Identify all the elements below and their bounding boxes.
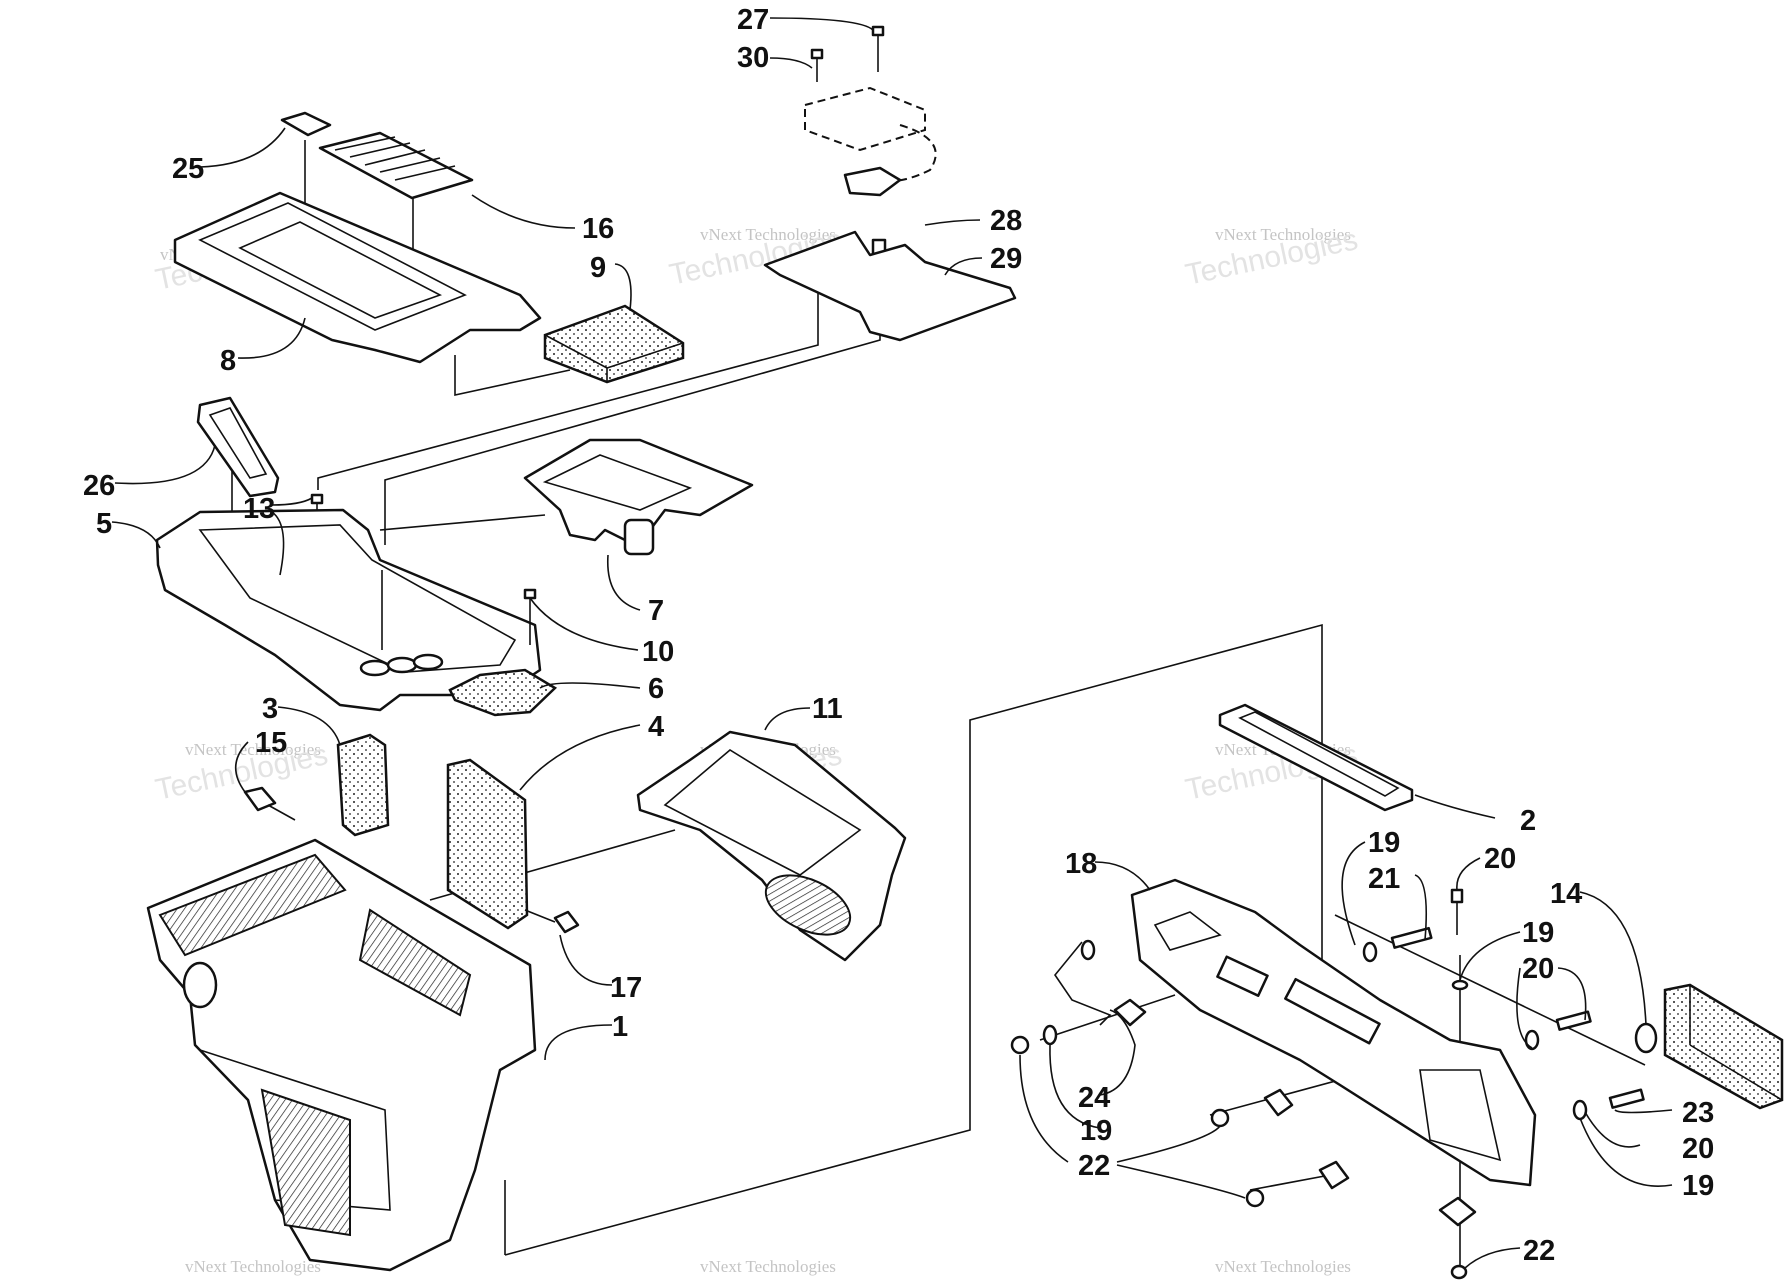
callout-20c: 20 [1682,1133,1714,1165]
washer-19-icon [1572,1099,1588,1121]
foam-23-icon [1663,983,1784,1110]
fitting-15-icon [243,786,296,821]
foam-6-icon [448,668,558,717]
svg-text:vNext Technologies: vNext Technologies [185,740,321,759]
callout-numbers: 27 30 25 16 28 29 9 8 26 13 5 7 10 6 3 4… [83,4,1714,1267]
callout-23: 23 [1682,1097,1714,1129]
grille-16-icon [318,131,474,200]
foam-4-icon [446,758,529,930]
callout-25: 25 [172,153,204,185]
intake-18-icon [1130,878,1537,1187]
callout-22b: 22 [1523,1235,1555,1267]
callout-24: 24 [1078,1082,1110,1114]
bolt-30-icon [810,48,824,82]
grommet-icon [1438,1196,1477,1227]
callout-16: 16 [582,213,614,245]
svg-text:vNext Technologies: vNext Technologies [1215,225,1351,244]
bolt-20-icon [1555,1010,1592,1031]
callout-19a: 19 [1368,827,1400,859]
svg-text:vNext Technologies: vNext Technologies [185,1257,321,1276]
bolt-21-icon [1390,926,1433,949]
bolt-20-icon [1450,888,1464,935]
callout-2: 2 [1520,805,1536,837]
washer-19-icon [1524,1029,1540,1051]
watermark: vNext Technologies [1215,1257,1351,1276]
duct-7-icon [523,438,754,556]
svg-text:vNext Technologies: vNext Technologies [700,225,836,244]
bolt-20-icon [1608,1088,1645,1109]
callout-19b: 19 [1522,917,1554,949]
callout-28: 28 [990,205,1022,237]
gasket-2-icon [1218,703,1414,812]
base-5-icon [155,508,542,712]
callout-9: 9 [590,252,606,284]
callout-19d: 19 [1682,1170,1714,1202]
foam-9-icon [543,304,685,384]
callout-30: 30 [737,42,769,74]
foam-3-icon [336,733,390,837]
callout-27: 27 [737,4,769,36]
nut-22-icon [1010,1035,1030,1055]
callout-20a: 20 [1484,843,1516,875]
washer-19-icon [1451,979,1469,991]
callout-6: 6 [648,673,664,705]
fitting-17-icon [524,909,580,934]
svg-text:vNext Technologies: vNext Technologies [700,1257,836,1276]
airbox-1-icon [146,838,537,1272]
callout-26: 26 [83,470,115,502]
callout-20b: 20 [1522,953,1554,985]
callout-14: 14 [1550,878,1582,910]
grommet-icon [1113,998,1147,1027]
callout-21: 21 [1368,863,1400,895]
grommet-icon [1318,1160,1350,1190]
fasteners [1010,888,1658,1280]
svg-text:vNext Technologies: vNext Technologies [1215,1257,1351,1276]
callout-18: 18 [1065,848,1097,880]
callout-19c: 19 [1080,1115,1112,1147]
callout-4: 4 [648,711,664,743]
callout-5: 5 [96,508,112,540]
watermark: vNext Technologies [185,1257,321,1276]
rod-24-icon [1054,939,1112,1026]
callout-22a: 22 [1078,1150,1110,1182]
callout-7: 7 [648,595,664,627]
callout-15: 15 [255,727,287,759]
grommet-icon [1263,1088,1294,1117]
washer-19-icon [1362,941,1378,963]
plate-25-icon [280,111,332,137]
callout-leaders [111,17,1673,1269]
nut-22-icon [1245,1188,1265,1208]
nut-22-icon [1450,1264,1468,1280]
callout-11: 11 [812,693,843,725]
callout-13: 13 [243,493,275,525]
callout-17: 17 [610,972,642,1004]
housing-11-icon [636,730,907,962]
washer-19-icon [1042,1024,1058,1046]
bolt-27-icon [871,25,885,72]
boot-26-icon [196,396,280,498]
callout-29: 29 [990,243,1022,275]
nut-22-icon [1210,1108,1230,1128]
bracket-28-icon [763,230,1017,342]
plug-14-icon [1634,1022,1658,1054]
callout-3: 3 [262,693,278,725]
callout-8: 8 [220,345,236,377]
cover-8-icon [173,191,542,364]
callout-10: 10 [642,636,674,668]
callout-1: 1 [612,1011,628,1043]
watermark: vNext Technologies [700,1257,836,1276]
